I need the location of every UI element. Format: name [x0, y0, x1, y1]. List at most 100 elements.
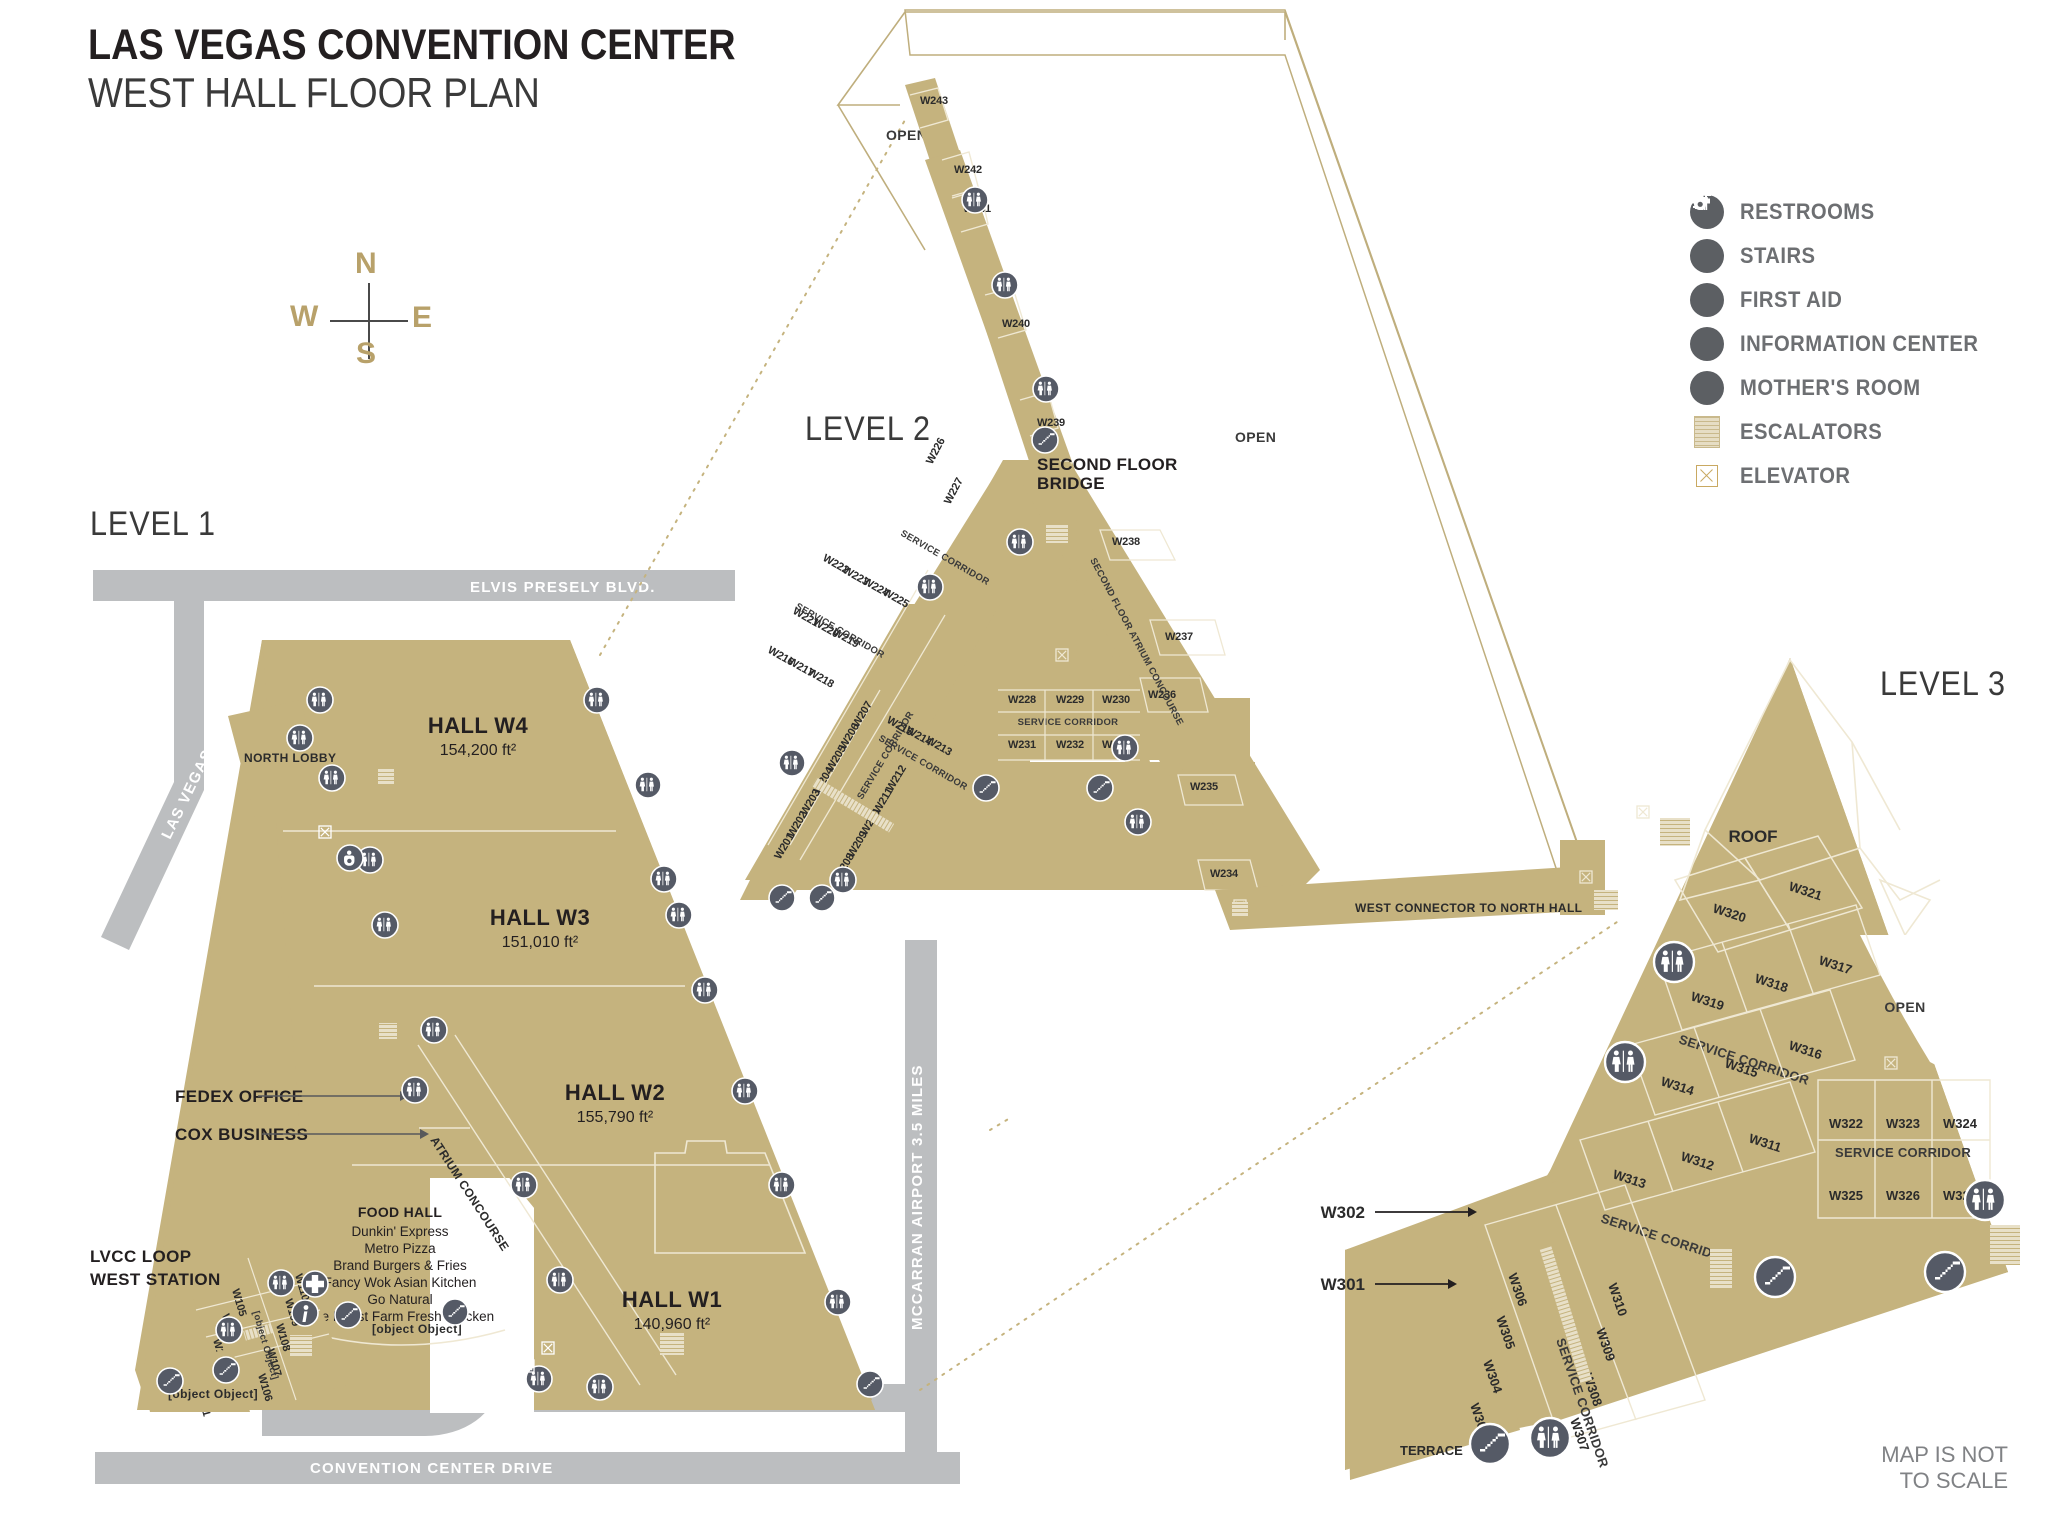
stairs-icon[interactable]: [808, 884, 836, 912]
annotation-label-fedex: FEDEX OFFICE: [175, 1087, 304, 1106]
restrooms-icon[interactable]: [961, 186, 989, 214]
restrooms-icon[interactable]: [586, 1373, 614, 1401]
airport-arrow: [915, 1378, 931, 1392]
stairs-icon[interactable]: [1031, 426, 1059, 454]
restrooms-icon[interactable]: [1006, 528, 1034, 556]
hall-area: 140,960 ft²: [634, 1316, 711, 1333]
room-label: W228: [1008, 694, 1036, 706]
level1-annotations: FEDEX OFFICE COX BUSINESS: [175, 1087, 429, 1144]
legend-item-first-aid: FIRST AID: [1690, 192, 1999, 322]
first-aid-icon[interactable]: [301, 1270, 329, 1298]
scale-note-line1: MAP IS NOT: [1881, 1442, 2008, 1467]
restrooms-icon[interactable]: [510, 1171, 538, 1199]
compass-horizontal-line: [330, 320, 408, 322]
stairs-icon[interactable]: [1086, 774, 1114, 802]
road-label-mccarran-airport: MCCARRAN AIRPORT 3.5 MILES: [909, 1064, 926, 1330]
stairs-icon[interactable]: [972, 774, 1000, 802]
hall-name: HALL W2: [565, 1080, 665, 1105]
level2-row-222: W222 W223 W224 W225: [821, 552, 911, 610]
annotation-label-cox: COX BUSINESS: [175, 1125, 308, 1144]
room-label: W235: [1190, 781, 1218, 793]
level3-right-rooms: W322 W323 W324 SERVICE CORRIDOR W325 W32…: [1817, 1079, 1991, 1219]
room-label: W323: [1886, 1116, 1920, 1131]
restrooms-icon[interactable]: [829, 866, 857, 894]
restrooms-icon[interactable]: [1528, 1416, 1572, 1460]
stairs-icon[interactable]: [856, 1370, 884, 1398]
restrooms-icon[interactable]: [583, 686, 611, 714]
restrooms-icon[interactable]: [650, 865, 678, 893]
stairs-icon[interactable]: [1753, 1255, 1797, 1299]
level2-connector-end: [1560, 840, 1605, 915]
restrooms-icon[interactable]: [318, 764, 346, 792]
room-label: W239: [1037, 417, 1065, 429]
restrooms-icon[interactable]: [371, 911, 399, 939]
restrooms-icon[interactable]: [306, 686, 334, 714]
restrooms-icon[interactable]: [1111, 734, 1139, 762]
room-label: W322: [1829, 1116, 1863, 1131]
level1-roads: ELVIS PRESELY BLVD. CONVENTION CENTER DR…: [93, 570, 960, 1484]
stairs-icon[interactable]: [1923, 1250, 1967, 1294]
level2-right-rooms: W238 W237 W236 W235 W234: [1099, 529, 1259, 891]
restrooms-icon[interactable]: [1032, 375, 1060, 403]
service-corridor-hatch: [243, 1323, 273, 1341]
restrooms-icon[interactable]: [691, 976, 719, 1004]
food-hall-item: Metro Pizza: [364, 1241, 436, 1256]
stairs-icon[interactable]: [768, 884, 796, 912]
restrooms-icon[interactable]: [1652, 940, 1696, 984]
connector-dotted-level1-level2: [599, 119, 906, 656]
hall-area: 151,010 ft²: [502, 934, 579, 951]
restrooms-icon[interactable]: [991, 271, 1019, 299]
food-hall-text: FOOD HALL Dunkin' Express Metro Pizza Br…: [306, 1204, 494, 1324]
open-label: OPEN: [1235, 429, 1276, 445]
escalator-block: [379, 1023, 397, 1039]
scale-note-line2: TO SCALE: [1899, 1468, 2008, 1493]
restrooms-icon[interactable]: [768, 1171, 796, 1199]
restrooms-icon[interactable]: [1603, 1040, 1647, 1084]
legend-item-escalators: ESCALATORS: [1690, 410, 1999, 454]
level3-terrace-block: [1345, 1215, 1520, 1480]
level1-hall-dividers: [283, 830, 770, 1166]
restrooms-icon[interactable]: [420, 1016, 448, 1044]
lvcc-loop-line1: LVCC LOOP: [90, 1247, 192, 1266]
level3-open-area: [1860, 935, 2003, 1100]
food-hall-item: Dunkin' Express: [351, 1224, 448, 1239]
restrooms-icon[interactable]: [401, 1076, 429, 1104]
stairs-icon[interactable]: [334, 1301, 362, 1329]
level-3-map: TERRACE ROOF OPEN W320 W321: [1321, 658, 2020, 1480]
lobby-label: [object Object]: [168, 1387, 258, 1401]
elevator-icon[interactable]: [1636, 805, 1650, 819]
restrooms-icon[interactable]: [215, 1316, 243, 1344]
food-hall-title: FOOD HALL: [358, 1204, 443, 1220]
restrooms-icon[interactable]: [731, 1077, 759, 1105]
atrium-label: [object Object]: [372, 1322, 462, 1336]
legend-label-elevator: ELEVATOR: [1740, 463, 1851, 488]
stairs-icon[interactable]: [212, 1356, 240, 1384]
room-label: W225: [881, 586, 911, 610]
escalator-block: [1594, 890, 1618, 910]
level2-rooms-upper: W226 W227: [924, 436, 966, 506]
restrooms-icon[interactable]: [1124, 808, 1152, 836]
restrooms-icon[interactable]: [665, 901, 693, 929]
level2-markers: [768, 525, 1248, 916]
restrooms-icon[interactable]: [525, 1365, 553, 1393]
restrooms-icon[interactable]: [824, 1288, 852, 1316]
room-label: W238: [1112, 536, 1140, 548]
restrooms-icon[interactable]: [634, 771, 662, 799]
restrooms-icon[interactable]: [267, 1269, 295, 1297]
west-connector-label: WEST CONNECTOR TO NORTH HALL: [1355, 901, 1582, 915]
stairs-icon[interactable]: [156, 1367, 184, 1395]
stairs-icon[interactable]: [1468, 1422, 1512, 1466]
restrooms-icon[interactable]: [546, 1266, 574, 1294]
restrooms-icon[interactable]: [286, 724, 314, 752]
level1-atrium-concourse: [417, 1034, 677, 1386]
restrooms-icon[interactable]: [1963, 1178, 2007, 1222]
information-center-icon[interactable]: [291, 1299, 319, 1327]
restrooms-icon[interactable]: [916, 573, 944, 601]
stairs-icon[interactable]: [441, 1298, 469, 1326]
page-subtitle: WEST HALL FLOOR PLAN: [88, 68, 540, 116]
restrooms-icon[interactable]: [778, 749, 806, 777]
food-hall-item: Fancy Wok Asian Kitchen: [324, 1275, 477, 1290]
mothers-room-icon[interactable]: [336, 844, 364, 872]
level2-center-rooms: W228 W229 W230 SERVICE CORRIDOR W231 W23…: [998, 689, 1140, 761]
compass-north-label: N: [355, 247, 377, 280]
